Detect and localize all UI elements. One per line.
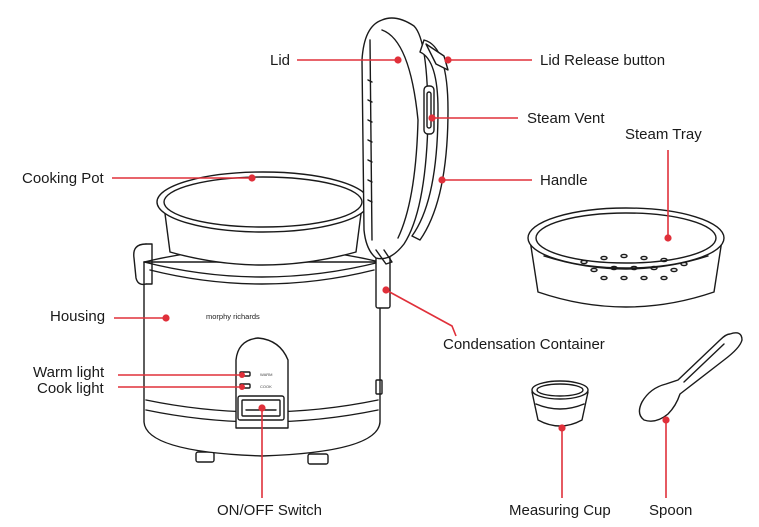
steam-tray-holes xyxy=(580,253,688,281)
label-warm-light: Warm light xyxy=(33,364,105,381)
measuring-cup xyxy=(531,380,589,427)
cooking-pot xyxy=(156,171,370,266)
rice-spoon xyxy=(638,332,743,422)
leader-lines xyxy=(112,59,669,498)
label-steam-tray: Steam Tray xyxy=(625,126,702,143)
label-lid: Lid xyxy=(270,52,291,69)
leader-condensation xyxy=(385,289,457,337)
label-spoon: Spoon xyxy=(649,502,693,519)
lid-handle xyxy=(411,39,449,241)
leader-dots xyxy=(162,56,672,432)
warm-panel-text: WARM xyxy=(260,372,273,377)
label-handle: Handle xyxy=(540,172,588,189)
label-on-off-switch: ON/OFF Switch xyxy=(217,502,323,519)
lid xyxy=(361,17,429,265)
label-condensation: Condensation Container xyxy=(443,336,605,353)
steam-tray xyxy=(527,207,725,308)
brand-logo: morphy richards xyxy=(206,312,260,321)
label-steam-vent: Steam Vent xyxy=(527,110,605,127)
cook-panel-text: COOK xyxy=(260,384,272,389)
label-housing: Housing xyxy=(50,308,106,325)
label-measuring-cup: Measuring Cup xyxy=(509,502,611,519)
label-lid-release: Lid Release button xyxy=(540,52,666,69)
label-cook-light: Cook light xyxy=(37,380,104,397)
label-cooking-pot: Cooking Pot xyxy=(22,170,104,187)
